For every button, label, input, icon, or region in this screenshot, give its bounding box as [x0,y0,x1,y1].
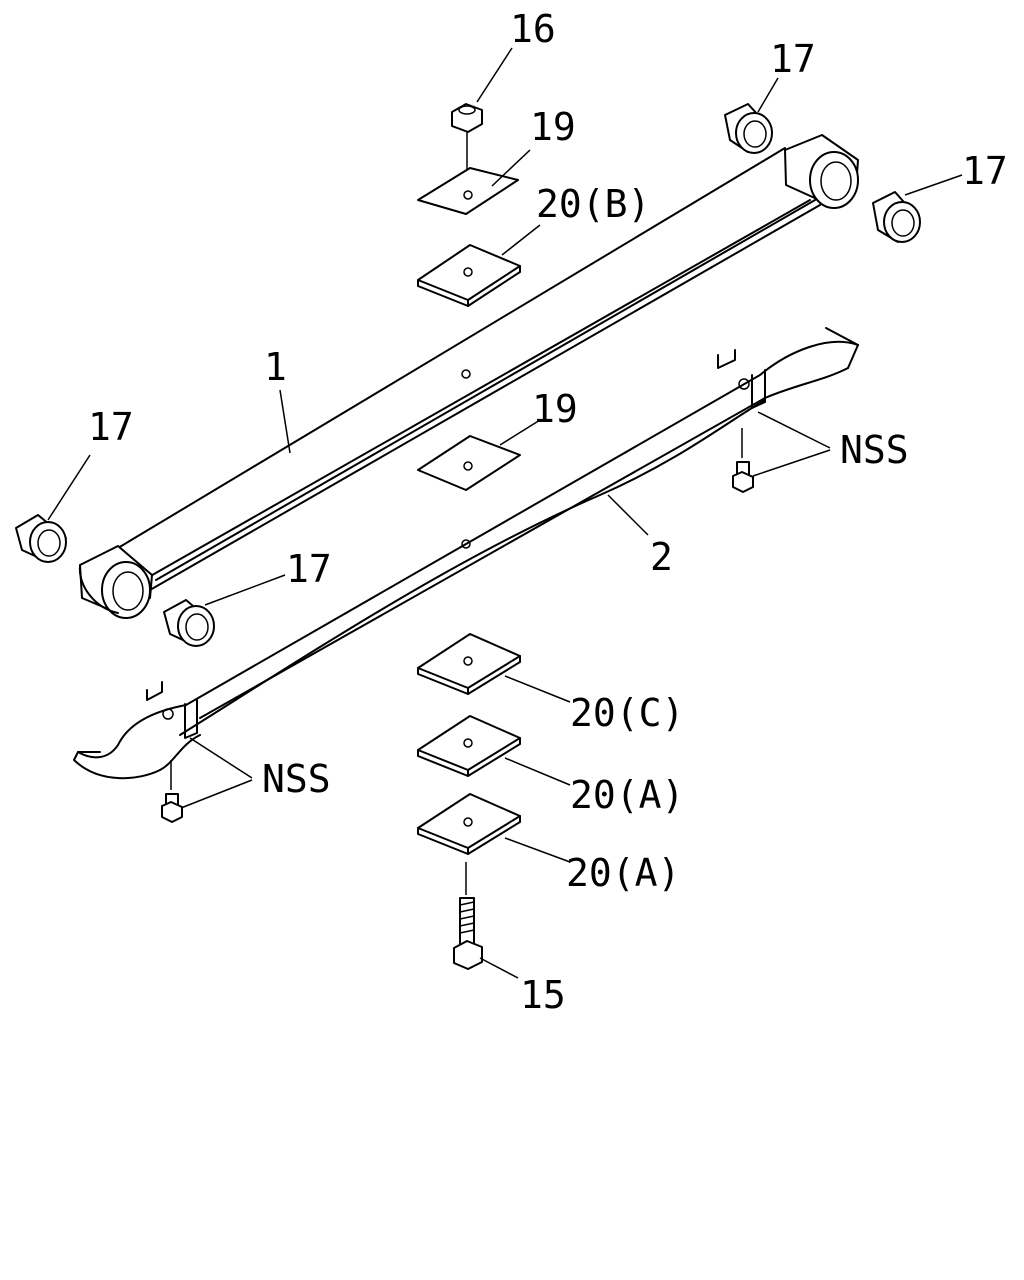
label-17-right: 17 [962,149,1008,193]
nss-bolt-left [161,760,183,823]
label-20b: 20(B) [536,182,650,226]
spacer-20c [417,633,521,695]
label-17-left: 17 [88,405,134,449]
spacer-20a-lower [417,793,521,855]
label-nss-left: NSS [262,757,331,801]
plate-19-top [417,167,519,215]
label-19-mid: 19 [532,387,578,431]
bushing-17-top [724,103,773,154]
label-15: 15 [520,973,566,1017]
label-20c: 20(C) [570,691,684,735]
label-1: 1 [264,345,287,389]
bushing-17-mid [163,599,215,647]
callout-labels: 16 19 20(B) 17 17 17 17 1 19 2 NSS NSS 2… [88,7,1008,1017]
label-20a-lower: 20(A) [566,851,680,895]
label-2: 2 [650,535,673,579]
label-17-mid: 17 [286,547,332,591]
bushing-17-right [872,191,921,243]
label-19-top: 19 [530,105,576,149]
label-17-top: 17 [770,37,816,81]
label-nss-right: NSS [840,428,909,472]
nss-bolt-right [732,428,754,493]
nut-16 [451,103,483,192]
spacer-20b [417,244,521,307]
leaf-spring-1 [78,134,859,619]
plate-19-mid [417,435,521,491]
label-16: 16 [510,7,556,51]
leaf-spring-2 [73,327,859,780]
spacer-20a-upper [417,715,521,777]
leader-lines [47,47,963,979]
bushing-17-left [15,514,67,563]
label-20a-upper: 20(A) [570,773,684,817]
bolt-15 [453,862,483,970]
